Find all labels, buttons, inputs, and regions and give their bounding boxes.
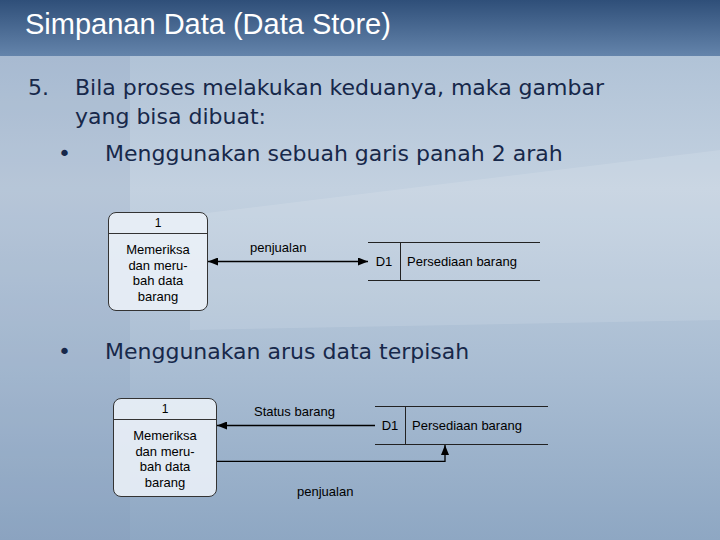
flow-label: Status barang — [254, 404, 335, 419]
body-text: Bila proses melakukan keduanya, maka gam… — [75, 74, 615, 131]
body-text: Menggunakan sebuah garis panah 2 arah — [105, 140, 705, 169]
title-band — [0, 0, 720, 56]
data-flow-arrow — [217, 425, 375, 426]
body-text: Menggunakan arus data terpisah — [105, 338, 705, 367]
slide-title: Simpanan Data (Data Store) — [25, 8, 391, 41]
flow-label: penjualan — [250, 240, 306, 255]
bullet: • — [58, 140, 71, 169]
data-store: D1Persediaan barang — [375, 406, 548, 445]
process-box: 1Memeriksa dan meru-bah data barang — [108, 212, 208, 311]
store-name: Persediaan barang — [406, 407, 528, 444]
process-name: Memeriksa dan meru-bah data barang — [121, 234, 195, 310]
store-name: Persediaan barang — [401, 243, 523, 280]
process-number: 1 — [114, 399, 216, 420]
list-number: 5. — [28, 74, 49, 103]
data-flow-arrow — [208, 261, 368, 262]
street-sign — [190, 150, 720, 330]
process-name: Memeriksa dan meru-bah data barang — [128, 420, 202, 496]
store-id: D1 — [375, 407, 406, 444]
process-box: 1Memeriksa dan meru-bah data barang — [113, 398, 217, 497]
store-id: D1 — [368, 243, 401, 280]
flow-label: penjualan — [297, 484, 353, 499]
bullet: • — [58, 338, 71, 367]
data-store: D1Persediaan barang — [368, 242, 540, 281]
data-flow-arrow — [217, 445, 445, 461]
process-number: 1 — [109, 213, 207, 234]
